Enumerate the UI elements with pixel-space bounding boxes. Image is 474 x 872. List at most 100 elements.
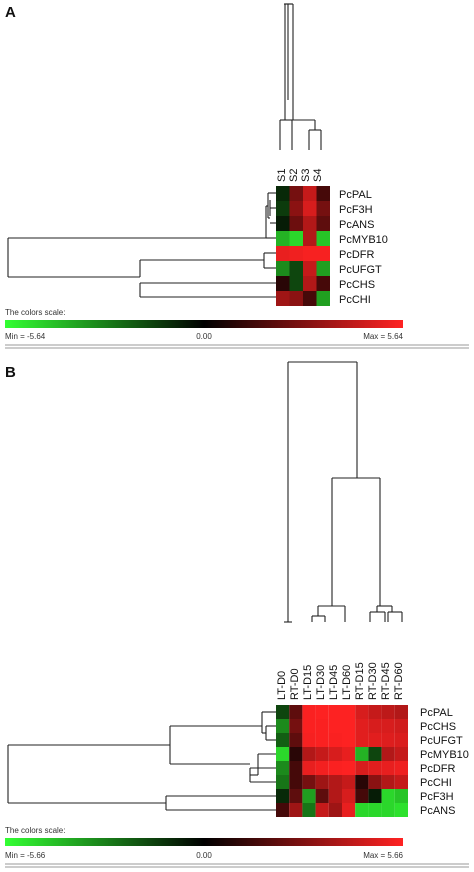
heatmap-cell [381, 789, 395, 803]
heatmap-cell [394, 705, 408, 719]
row-label: PcUFGT [420, 735, 463, 747]
heatmap-cell [315, 803, 329, 817]
row-label: PcPAL [420, 707, 453, 719]
scale-max-label: Max = 5.64 [363, 332, 403, 341]
column-label: S3 [300, 169, 312, 182]
heatmap-cell [276, 733, 290, 747]
panel-a-heatmap-cells [276, 186, 330, 306]
column-label: LT-D45 [328, 665, 340, 700]
heatmap-cell [342, 733, 356, 747]
panel-a: A S1 S2 S3 S4 [5, 3, 469, 349]
heatmap-cell [368, 803, 382, 817]
heatmap-cell [381, 761, 395, 775]
heatmap-cell [394, 803, 408, 817]
heatmap-cell [355, 733, 369, 747]
heatmap-cell [302, 789, 316, 803]
heatmap-cell [302, 705, 316, 719]
heatmap-cell [303, 246, 317, 261]
heatmap-cell [328, 719, 342, 733]
heatmap-cell [302, 803, 316, 817]
heatmap-cell [328, 803, 342, 817]
heatmap-cell [276, 803, 290, 817]
scale-mid-label: 0.00 [196, 332, 212, 341]
heatmap-cell [394, 775, 408, 789]
heatmap-cell [316, 231, 330, 246]
column-label: LT-D0 [276, 671, 288, 700]
heatmap-cell [368, 733, 382, 747]
scale-title: The colors scale: [5, 826, 65, 835]
heatmap-cell [289, 216, 303, 231]
heatmap-cell [302, 775, 316, 789]
heatmap-cell [355, 789, 369, 803]
heatmap-cell [381, 733, 395, 747]
heatmap-cell [381, 719, 395, 733]
heatmap-cell [276, 186, 290, 201]
heatmap-cell [289, 261, 303, 276]
panel-a-column-labels: S1 S2 S3 S4 [276, 169, 324, 182]
heatmap-cell [355, 803, 369, 817]
heatmap-cell [381, 775, 395, 789]
heatmap-cell [303, 186, 317, 201]
scale-min-label: Min = -5.64 [5, 332, 46, 341]
heatmap-cell [289, 789, 303, 803]
heatmap-cell [276, 216, 290, 231]
row-label: PcANS [420, 805, 455, 817]
heatmap-cell [315, 719, 329, 733]
column-label: LT-D30 [315, 665, 327, 700]
heatmap-cell [368, 747, 382, 761]
column-label: S1 [276, 169, 288, 182]
heatmap-cell [315, 789, 329, 803]
heatmap-cell [303, 276, 317, 291]
heatmap-cell [315, 733, 329, 747]
heatmap-cell [355, 747, 369, 761]
heatmap-cell [328, 747, 342, 761]
row-label: PcCHS [420, 721, 456, 733]
heatmap-cell [342, 705, 356, 719]
heatmap-cell [289, 803, 303, 817]
heatmap-cell [394, 789, 408, 803]
heatmap-cell [368, 775, 382, 789]
row-label: PcMYB10 [339, 234, 388, 246]
heatmap-cell [316, 261, 330, 276]
heatmap-cell [276, 276, 290, 291]
panel-b-column-labels: LT-D0 RT-D0 LT-D15 LT-D30 LT-D45 LT-D60 … [276, 662, 405, 700]
color-scale-bar [5, 838, 403, 846]
heatmap-cell [289, 761, 303, 775]
heatmap-cell [381, 803, 395, 817]
heatmap-cell [368, 719, 382, 733]
heatmap-cell [289, 719, 303, 733]
scale-max-label: Max = 5.66 [363, 851, 403, 860]
heatmap-cell [315, 747, 329, 761]
panel-a-color-scale: The colors scale: Min = -5.64 0.00 Max =… [5, 308, 469, 349]
heatmap-cell [315, 775, 329, 789]
heatmap-cell [276, 761, 290, 775]
row-label: PcPAL [339, 189, 372, 201]
panel-a-label: A [5, 4, 16, 21]
heatmap-cell [276, 789, 290, 803]
row-label: PcUFGT [339, 264, 382, 276]
color-scale-bar [5, 320, 403, 328]
heatmap-cell [342, 761, 356, 775]
column-label: RT-D30 [367, 662, 379, 700]
column-label: RT-D15 [354, 662, 366, 700]
heatmap-cell [368, 705, 382, 719]
heatmap-cell [289, 201, 303, 216]
row-label: PcCHI [339, 294, 371, 306]
heatmap-cell [315, 761, 329, 775]
panel-b-column-dendrogram [284, 361, 403, 623]
heatmap-cell [342, 789, 356, 803]
heatmap-cell [316, 291, 330, 306]
heatmap-cell [316, 186, 330, 201]
heatmap-cell [289, 291, 303, 306]
scale-mid-label: 0.00 [196, 851, 212, 860]
heatmap-cell [342, 775, 356, 789]
heatmap-cell [328, 705, 342, 719]
heatmap-cell [276, 747, 290, 761]
heatmap-cell [342, 747, 356, 761]
heatmap-cell [289, 276, 303, 291]
panel-b: B LT-D0 RT-D0 [5, 361, 469, 868]
heatmap-cell [276, 261, 290, 276]
column-label: LT-D60 [341, 665, 353, 700]
heatmap-cell [289, 231, 303, 246]
row-label: PcF3H [339, 204, 373, 216]
